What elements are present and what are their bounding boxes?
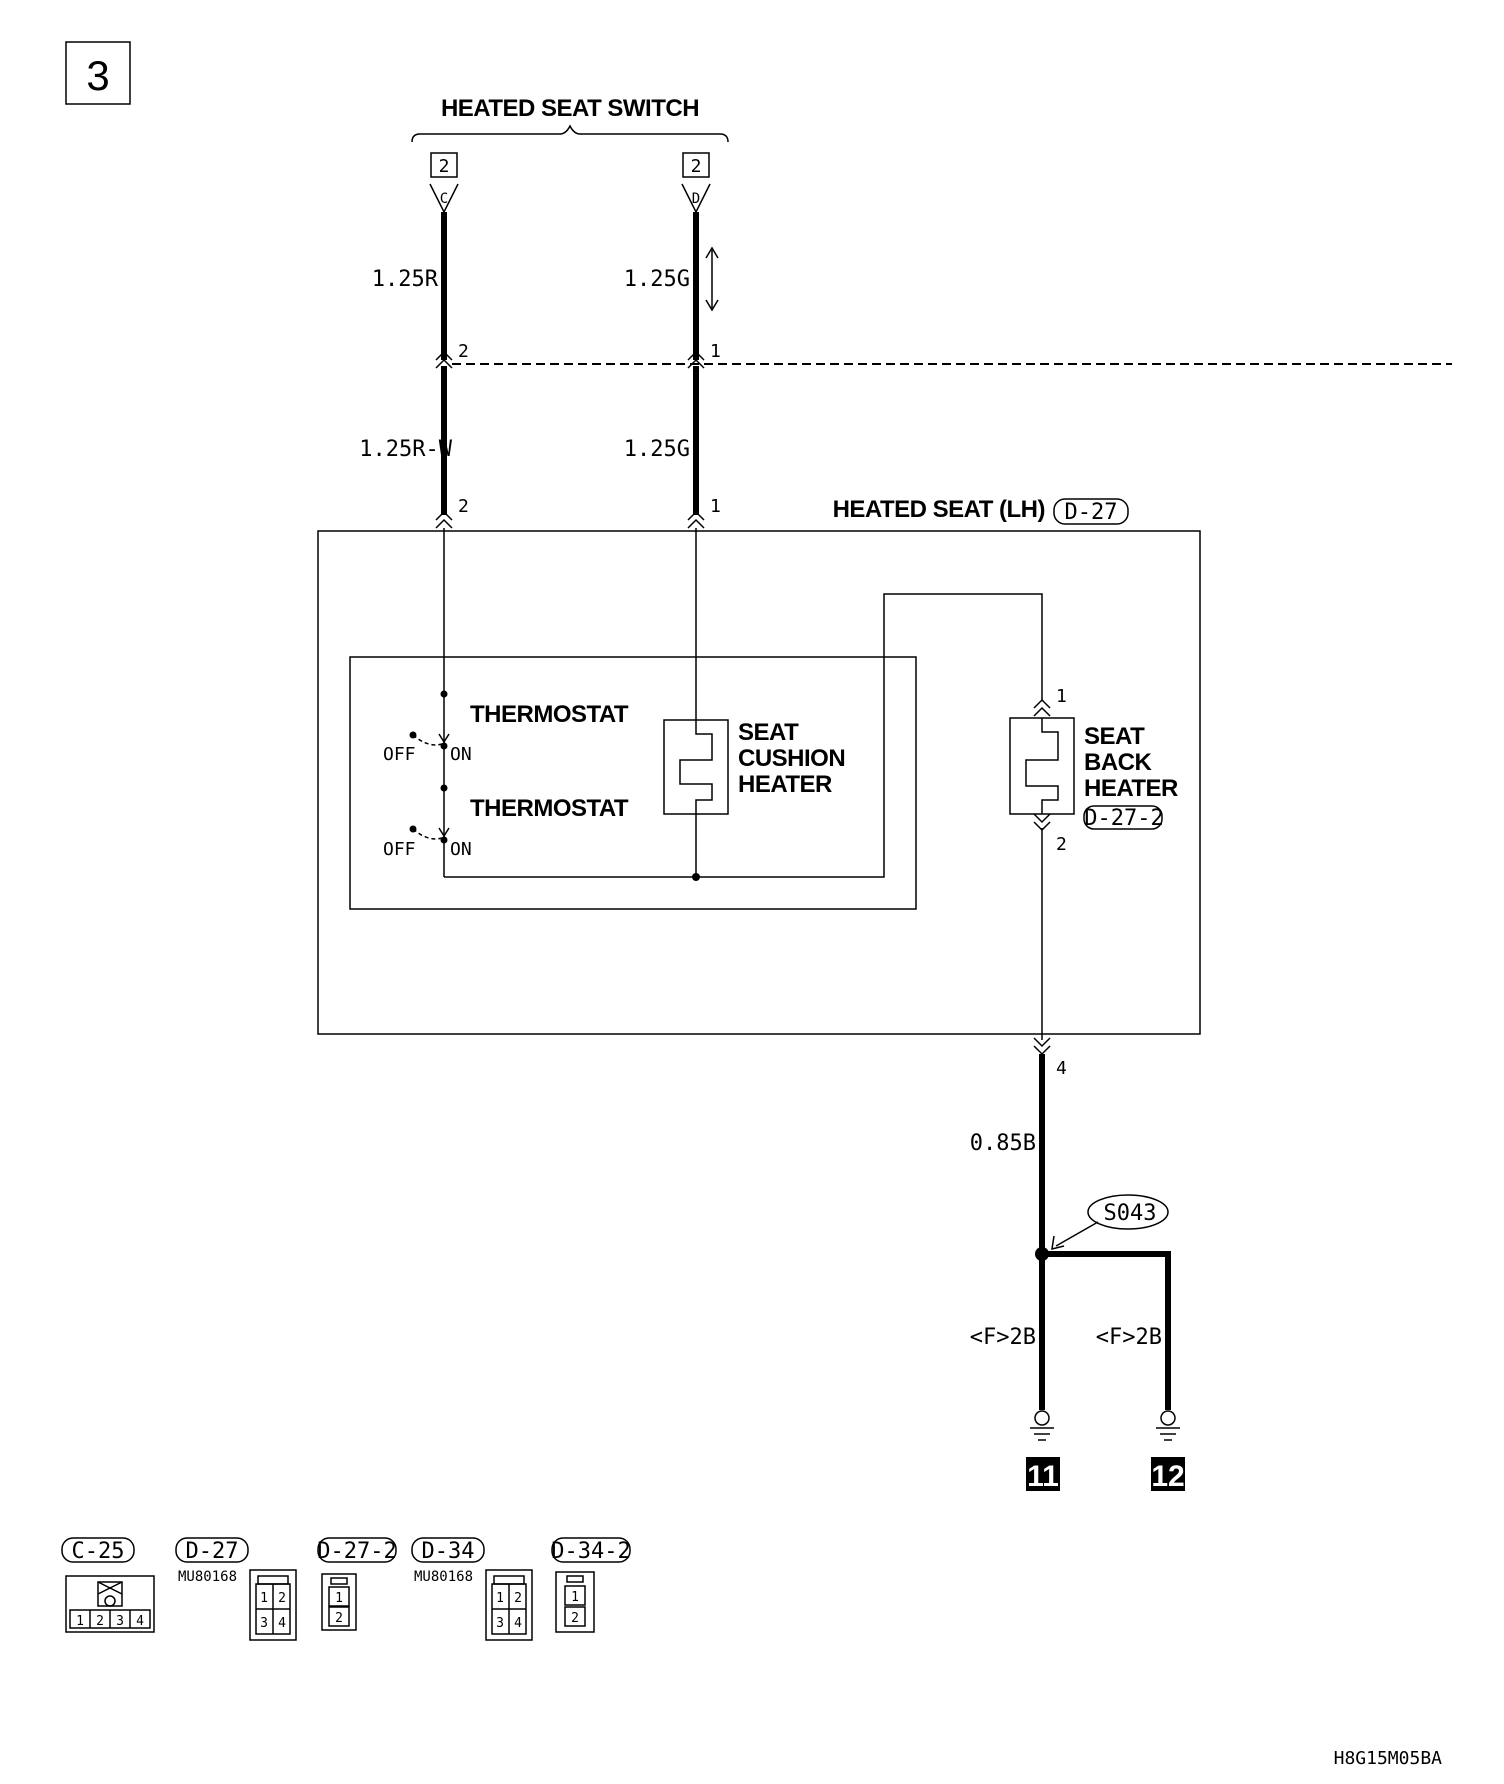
switch-connector-no-right: 2 bbox=[691, 156, 702, 177]
ground-point-11: 11 bbox=[1026, 1457, 1060, 1493]
double-arrow-icon bbox=[705, 246, 719, 312]
wire-ground-branch bbox=[1042, 1251, 1171, 1410]
ground-number-right: 12 bbox=[1151, 1460, 1184, 1493]
heated-seat-title: HEATED SEAT (LH) bbox=[833, 496, 1045, 523]
splice-callout: S043 bbox=[1051, 1194, 1169, 1251]
junction-connector-left bbox=[435, 350, 453, 369]
connector-d34-label: D-34 bbox=[422, 1539, 475, 1564]
connector-d34: D-34 MU80168 1 2 3 4 bbox=[411, 1537, 533, 1641]
seat-pin-left: 2 bbox=[458, 496, 469, 517]
back-heater-connector: D-27-2 bbox=[1084, 806, 1163, 831]
switch-connector-right: 2 D bbox=[681, 152, 711, 214]
splice-label: S043 bbox=[1104, 1201, 1157, 1226]
wire-label-ground-right: <F>2B bbox=[1096, 1325, 1162, 1350]
d27-2-pin-2: 2 bbox=[335, 1611, 343, 1626]
ground-symbol-left bbox=[1030, 1410, 1054, 1441]
junction-dot bbox=[692, 873, 700, 881]
thermostat-2 bbox=[409, 784, 450, 844]
switch-connector-left: 2 C bbox=[429, 152, 459, 214]
seat-connector-right bbox=[687, 510, 705, 529]
thermostat-label-1: THERMOSTAT bbox=[470, 701, 629, 728]
connector-d34-2-label: D-34-2 bbox=[551, 1539, 630, 1564]
junction-connector-right bbox=[687, 350, 705, 369]
connector-d27-2: D-27-2 1 2 bbox=[317, 1537, 397, 1631]
seat-connector-left bbox=[435, 510, 453, 529]
d27-pin-4: 4 bbox=[278, 1616, 286, 1631]
heated-seat-box bbox=[317, 530, 1201, 1035]
d34-pin-1: 1 bbox=[496, 1591, 504, 1606]
thermostat-off-2: OFF bbox=[383, 839, 416, 860]
thermostat-label-2: THERMOSTAT bbox=[470, 795, 629, 822]
splice-dot bbox=[1035, 1247, 1049, 1261]
c25-pin-4: 4 bbox=[136, 1614, 144, 1629]
wire-inner-return bbox=[444, 593, 1043, 878]
heated-seat-connector-badge: D-27 bbox=[1053, 498, 1129, 525]
seat-pin-right: 1 bbox=[710, 496, 721, 517]
back-heater-line2: BACK bbox=[1084, 749, 1152, 776]
cushion-heater-line3: HEATER bbox=[738, 771, 832, 798]
ground-number-left: 11 bbox=[1027, 1460, 1059, 1493]
d34-2-pin-1: 1 bbox=[571, 1590, 579, 1605]
heated-seat-connector: D-27 bbox=[1065, 500, 1118, 525]
d27-pin-2: 2 bbox=[278, 1591, 286, 1606]
thermostat-off-1: OFF bbox=[383, 744, 416, 765]
c25-pin-3: 3 bbox=[116, 1614, 124, 1629]
connector-d27-2-label: D-27-2 bbox=[317, 1539, 396, 1564]
back-heater-pin-bottom: 2 bbox=[1056, 834, 1067, 855]
junction-pin-right: 1 bbox=[710, 341, 721, 362]
back-heater-connector-top bbox=[1033, 698, 1051, 717]
thermostat-on-1: ON bbox=[450, 744, 472, 765]
cushion-heater-line1: SEAT bbox=[738, 719, 799, 746]
connector-d27: D-27 MU80168 1 2 3 4 bbox=[175, 1537, 297, 1641]
cushion-box bbox=[349, 656, 917, 910]
footer-code: H8G15M05BA bbox=[1334, 1748, 1443, 1769]
switch-connector-no-left: 2 bbox=[439, 156, 450, 177]
back-heater-line1: SEAT bbox=[1084, 723, 1145, 750]
wire-label-lower-right: 1.25G bbox=[624, 437, 690, 462]
cushion-heater-icon bbox=[663, 719, 729, 815]
connector-d27-label: D-27 bbox=[186, 1539, 239, 1564]
connector-d34-part: MU80168 bbox=[414, 1569, 473, 1585]
wire-label-ground-left: <F>2B bbox=[970, 1325, 1036, 1350]
c25-pin-2: 2 bbox=[96, 1614, 104, 1629]
wire-label-lower-left: 1.25R-W bbox=[359, 437, 452, 462]
back-heater-connector-badge: D-27-2 bbox=[1083, 805, 1164, 831]
d34-pin-2: 2 bbox=[514, 1591, 522, 1606]
cushion-heater-line2: CUSHION bbox=[738, 745, 845, 772]
d34-2-pin-2: 2 bbox=[571, 1611, 579, 1626]
page-number-box: 3 bbox=[65, 41, 131, 105]
switch-brace bbox=[411, 124, 729, 143]
connector-d34-2: D-34-2 1 2 bbox=[551, 1537, 631, 1633]
page-number: 3 bbox=[86, 52, 109, 99]
thermostat-1 bbox=[409, 690, 450, 750]
ground-point-12: 12 bbox=[1151, 1457, 1185, 1493]
back-heater-icon bbox=[1009, 717, 1075, 815]
wire-label-upper-right: 1.25G bbox=[624, 267, 690, 292]
back-heater-line3: HEATER bbox=[1084, 775, 1178, 802]
connector-d27-part: MU80168 bbox=[178, 1569, 237, 1585]
d34-pin-3: 3 bbox=[496, 1616, 504, 1631]
back-heater-pin-top: 1 bbox=[1056, 686, 1067, 707]
seat-connector-bottom bbox=[1033, 1037, 1051, 1056]
c25-pin-1: 1 bbox=[76, 1614, 84, 1629]
d27-pin-1: 1 bbox=[260, 1591, 268, 1606]
switch-pin-d: D bbox=[692, 191, 700, 207]
connector-c25: C-25 1 2 3 4 bbox=[61, 1537, 155, 1633]
d34-pin-4: 4 bbox=[514, 1616, 522, 1631]
wire-label-upper-left: 1.25R bbox=[372, 267, 439, 292]
junction-pin-left: 2 bbox=[458, 341, 469, 362]
seat-pin-bottom: 4 bbox=[1056, 1058, 1067, 1079]
ground-symbol-right bbox=[1156, 1410, 1180, 1441]
thermostat-on-2: ON bbox=[450, 839, 472, 860]
d27-2-pin-1: 1 bbox=[335, 1591, 343, 1606]
d27-pin-3: 3 bbox=[260, 1616, 268, 1631]
connector-c25-label: C-25 bbox=[72, 1539, 125, 1564]
back-heater-connector-bottom bbox=[1033, 813, 1051, 832]
switch-title: HEATED SEAT SWITCH bbox=[441, 95, 699, 122]
wire-label-ground: 0.85B bbox=[970, 1131, 1036, 1156]
switch-pin-c: C bbox=[440, 191, 448, 207]
